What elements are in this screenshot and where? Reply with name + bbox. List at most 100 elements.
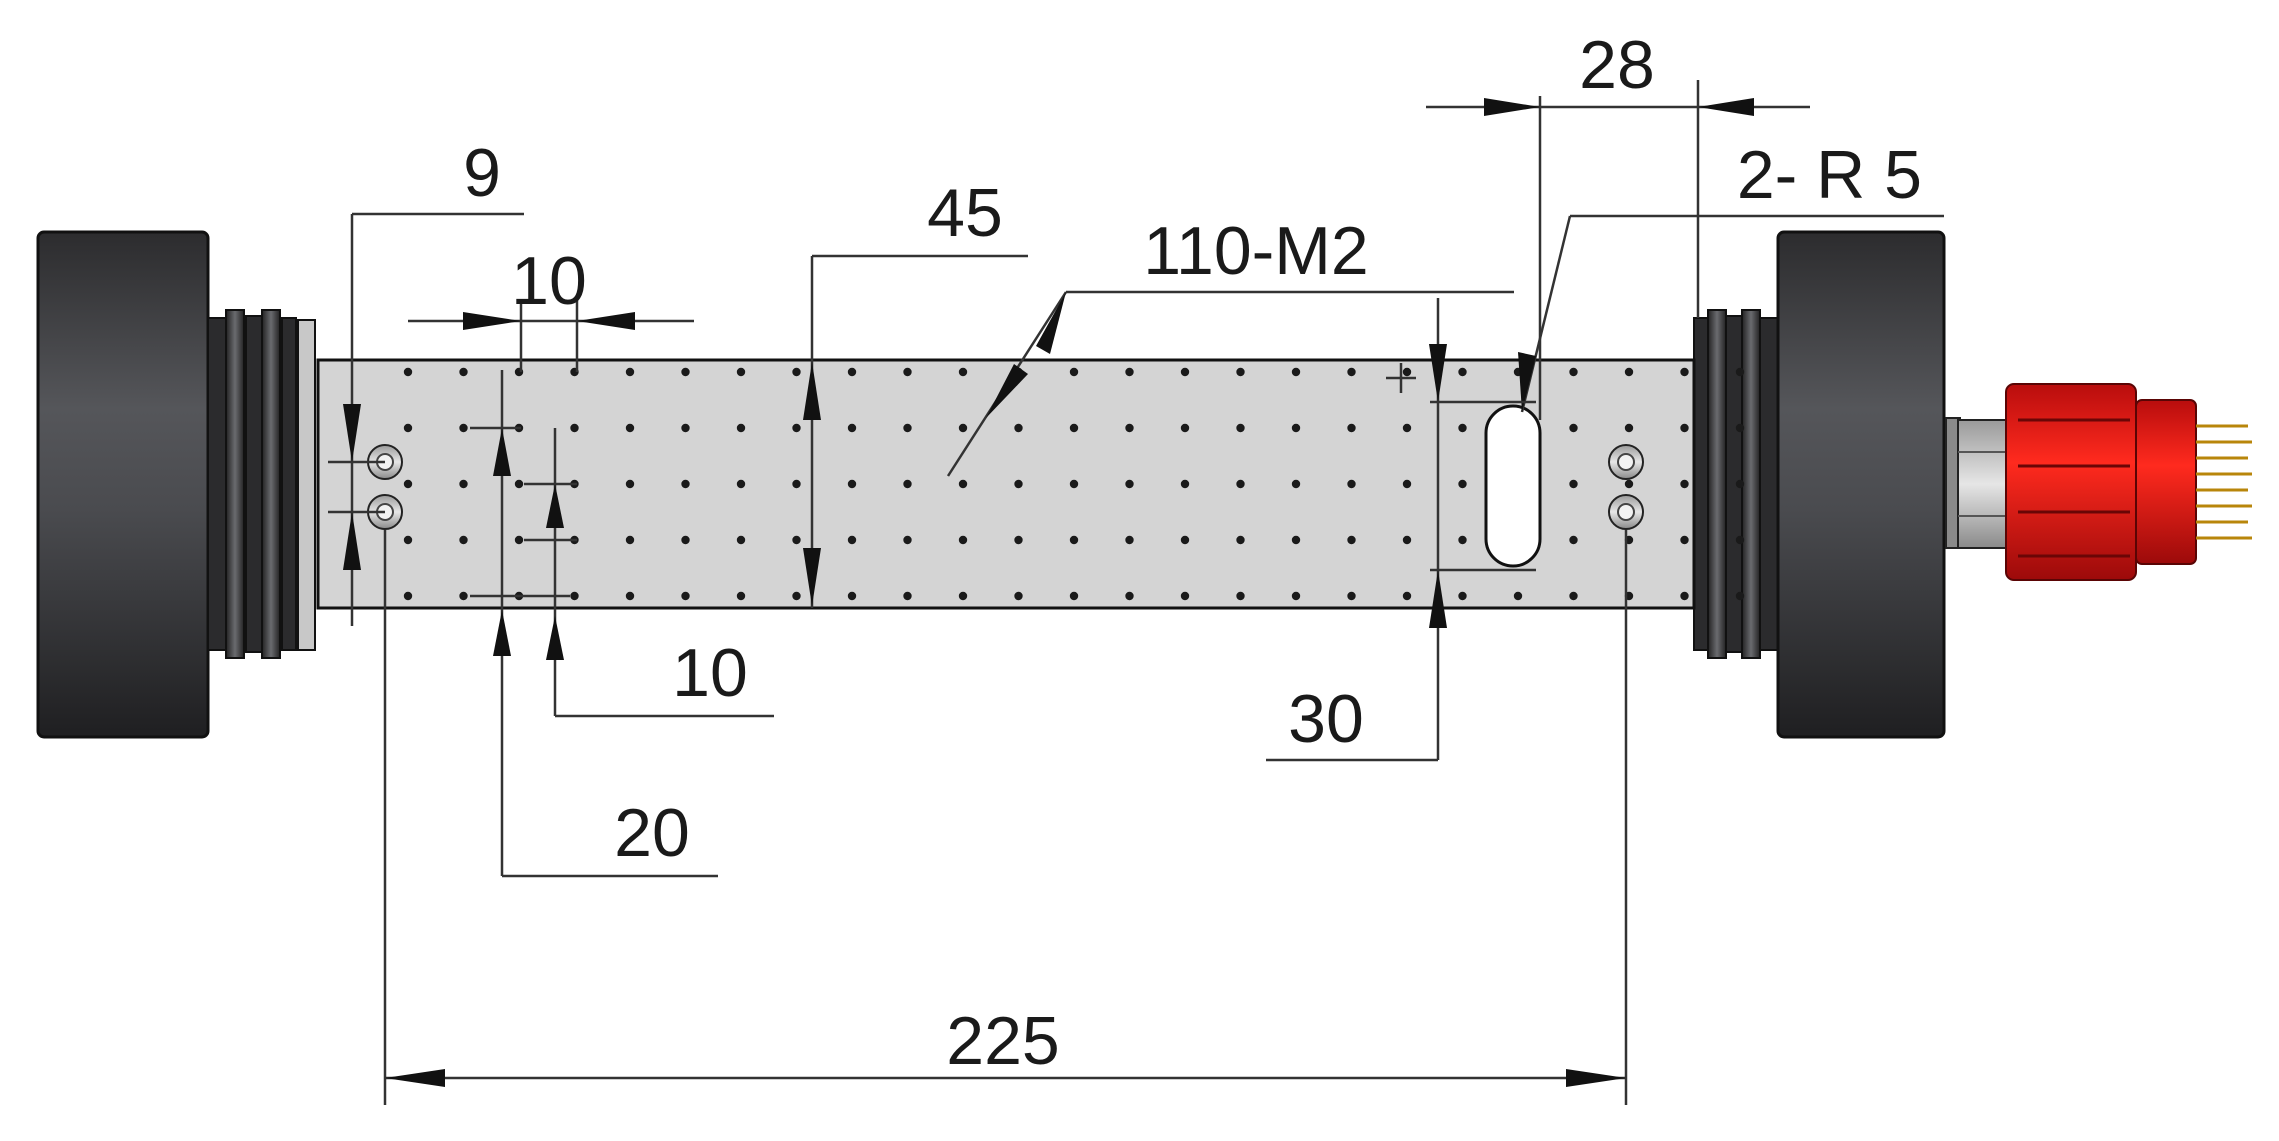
- perforation-hole: [1291, 423, 1301, 433]
- perforation-hole: [1125, 423, 1134, 433]
- perforation-hole: [1291, 591, 1301, 601]
- perforation-hole: [847, 423, 857, 433]
- perforation-hole: [459, 479, 468, 489]
- perforation-hole: [1069, 423, 1079, 433]
- leader-hole-pattern: 110-M2: [946, 213, 1514, 477]
- perforation-hole: [736, 423, 746, 433]
- dimension-label-9: 9: [463, 135, 501, 211]
- perforation-hole: [1180, 535, 1190, 545]
- perforation-hole: [958, 423, 968, 433]
- perforation-hole: [736, 535, 746, 545]
- perforation-hole: [958, 535, 968, 545]
- dimension-20: 20: [470, 370, 718, 878]
- perforation-hole: [1680, 591, 1689, 601]
- perforation-hole: [1069, 591, 1079, 601]
- perforation-hole: [847, 479, 857, 489]
- perforation-hole: [1069, 367, 1079, 377]
- dimension-label-28: 28: [1579, 27, 1655, 103]
- perforation-hole: [1569, 591, 1578, 601]
- perforation-hole: [1569, 367, 1578, 377]
- perforation-hole: [1069, 535, 1079, 545]
- perforation-hole: [1402, 479, 1412, 489]
- perforation-hole: [459, 591, 468, 601]
- perforation-hole: [1735, 591, 1745, 601]
- perforation-hole: [1458, 591, 1467, 601]
- perforation-hole: [1402, 535, 1412, 545]
- perforation-hole: [903, 479, 912, 489]
- perforation-hole: [736, 367, 746, 377]
- perforation-hole: [625, 367, 635, 377]
- perforation-hole: [681, 423, 690, 433]
- perforation-hole: [1735, 535, 1745, 545]
- perforation-hole: [1402, 367, 1412, 377]
- perforation-hole: [1014, 535, 1023, 545]
- perforation-hole: [1347, 423, 1356, 433]
- center-mark: [1386, 363, 1416, 393]
- perforation-hole: [681, 591, 690, 601]
- perforation-hole: [1014, 479, 1023, 489]
- perforation-hole: [1236, 367, 1245, 377]
- perforation-hole: [903, 591, 912, 601]
- perforation-hole: [403, 423, 413, 433]
- dimension-label-radius: 2- R 5: [1737, 137, 1922, 213]
- perforation-hole: [903, 367, 912, 377]
- right-roller: [1693, 230, 1946, 739]
- perforation-hole: [1180, 423, 1190, 433]
- perforation-hole: [1458, 535, 1467, 545]
- perforation-hole: [1125, 535, 1134, 545]
- perforation-hole: [1291, 535, 1301, 545]
- dimension-45: 45: [803, 175, 1028, 608]
- perforation-hole: [403, 367, 413, 377]
- perforation-hole: [1735, 479, 1745, 489]
- perforation-hole: [1180, 367, 1190, 377]
- perforation-hole: [1402, 423, 1412, 433]
- perforation-hole: [847, 367, 857, 377]
- perforation-hole: [903, 535, 912, 545]
- perforation-hole: [736, 591, 746, 601]
- dimension-label-20: 20: [614, 795, 690, 871]
- perforation-hole: [958, 367, 968, 377]
- perforation-hole: [792, 479, 801, 489]
- perforation-hole: [1291, 367, 1301, 377]
- dimension-label-10-vertical: 10: [672, 635, 748, 711]
- leader-radius: 2- R 5: [1518, 137, 1944, 413]
- dimension-label-45: 45: [927, 175, 1003, 251]
- perforation-hole: [792, 591, 801, 601]
- perforation-hole: [1014, 423, 1023, 433]
- perforation-hole: [403, 535, 413, 545]
- dimension-label-225: 225: [946, 1003, 1059, 1079]
- dimension-10-vertical: 10: [524, 428, 774, 718]
- perforation-hole: [1680, 367, 1689, 377]
- perforation-hole: [570, 591, 579, 601]
- perforation-hole: [1014, 591, 1023, 601]
- perforation-hole: [1236, 479, 1245, 489]
- perforation-hole: [1624, 479, 1634, 489]
- perforation-hole: [792, 535, 801, 545]
- perforation-hole: [514, 535, 524, 545]
- perforation-hole: [1236, 535, 1245, 545]
- perforation-hole: [1291, 479, 1301, 489]
- perforation-hole: [847, 535, 857, 545]
- perforation-hole: [1458, 479, 1467, 489]
- perforation-hole: [625, 423, 635, 433]
- perforation-hole: [1236, 423, 1245, 433]
- perforation-hole: [403, 479, 413, 489]
- perforation-hole: [958, 479, 968, 489]
- perforation-hole: [847, 591, 857, 601]
- perforation-hole: [1125, 367, 1134, 377]
- perforation-hole: [459, 423, 468, 433]
- perforation-hole: [1680, 535, 1689, 545]
- perforation-hole: [903, 423, 912, 433]
- perforation-hole: [1624, 367, 1634, 377]
- perforation-hole: [1680, 479, 1689, 489]
- perforation-hole: [792, 367, 801, 377]
- perforation-hole: [958, 591, 968, 601]
- perforation-hole: [1069, 479, 1079, 489]
- perforation-hole: [736, 479, 746, 489]
- perforation-hole: [570, 423, 579, 433]
- perforation-hole: [1347, 535, 1356, 545]
- perforation-hole: [1458, 423, 1467, 433]
- perforation-hole: [625, 479, 635, 489]
- perforation-hole: [1569, 479, 1578, 489]
